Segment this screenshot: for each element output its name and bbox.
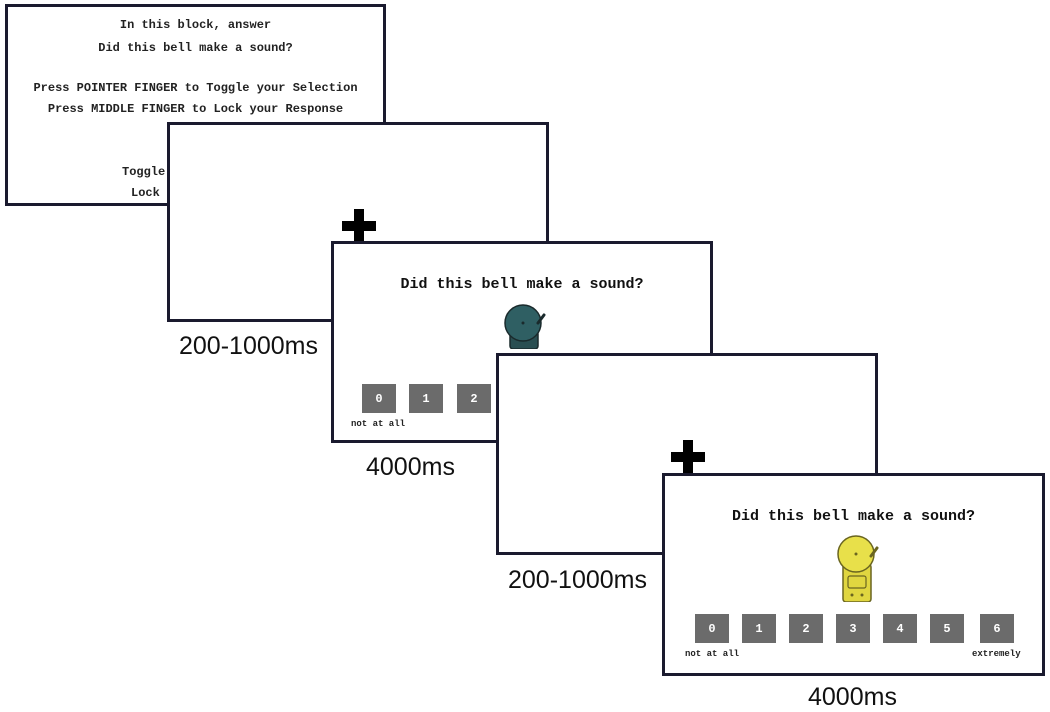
bell-icon [837, 535, 879, 602]
instruction-line-4: Press MIDDLE FINGER to Lock your Respons… [47, 102, 344, 116]
trial-duration-2: 4000ms [808, 683, 897, 711]
rating-option-0[interactable]: 0 [695, 614, 729, 643]
fixation-duration-1: 200-1000ms [179, 332, 318, 360]
fixation-cross-icon [342, 209, 376, 243]
rating-option-6[interactable]: 6 [980, 614, 1014, 643]
low-anchor-label: not at all [351, 419, 406, 429]
trial-question-2: Did this bell make a sound? [731, 508, 976, 525]
rating-option-2[interactable]: 2 [457, 384, 491, 413]
bell-icon [504, 304, 546, 349]
rating-option-3[interactable]: 3 [836, 614, 870, 643]
rating-option-1[interactable]: 1 [742, 614, 776, 643]
fixation-duration-2: 200-1000ms [508, 566, 647, 594]
rating-option-2[interactable]: 2 [789, 614, 823, 643]
rating-option-4[interactable]: 4 [883, 614, 917, 643]
high-anchor-label: extremely [972, 649, 1021, 659]
lock-label: Lock [131, 186, 160, 200]
trial-duration-1: 4000ms [366, 453, 455, 481]
instruction-line-2: Did this bell make a sound? [98, 41, 293, 55]
toggle-label: Toggle [122, 165, 166, 179]
rating-option-5[interactable]: 5 [930, 614, 964, 643]
rating-option-0[interactable]: 0 [362, 384, 396, 413]
instruction-line-1: In this block, answer [119, 18, 272, 32]
trial-screen-2: Did this bell make a sound? 0 1 2 3 4 5 … [662, 473, 1045, 676]
rating-option-1[interactable]: 1 [409, 384, 443, 413]
low-anchor-label: not at all [685, 649, 740, 659]
fixation-cross-icon [671, 440, 705, 474]
instruction-line-3: Press POINTER FINGER to Toggle your Sele… [33, 81, 358, 95]
trial-question-1: Did this bell make a sound? [400, 276, 644, 293]
